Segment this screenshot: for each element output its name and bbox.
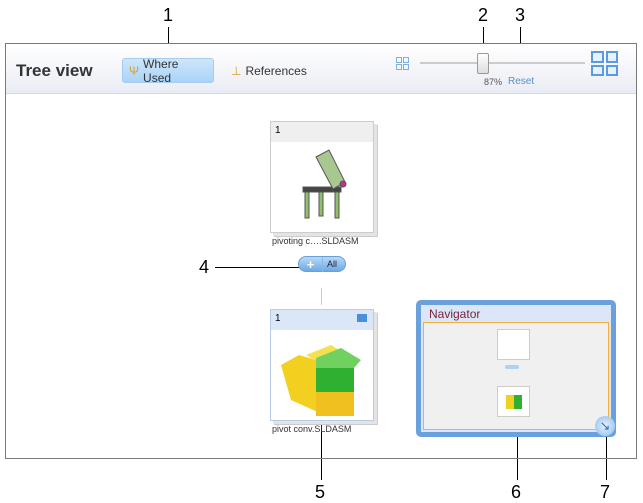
mini-node <box>497 329 530 360</box>
mini-node <box>497 386 530 417</box>
tree-view-panel <box>5 43 637 459</box>
callout-1: 1 <box>163 5 174 25</box>
plus-icon: + <box>299 256 323 272</box>
where-used-label: Where Used <box>143 56 179 85</box>
callout-line <box>321 388 322 480</box>
callout-3: 3 <box>515 5 526 25</box>
callout-2: 2 <box>478 5 489 25</box>
callout-line <box>517 405 518 480</box>
zoom-slider-track[interactable] <box>420 62 585 64</box>
collapse-navigator-icon[interactable]: ↘ <box>595 416 615 436</box>
connector-line <box>321 288 322 305</box>
small-thumbnails-icon[interactable] <box>396 57 409 70</box>
references-icon: ⊥ <box>231 63 242 78</box>
references-button[interactable]: ⊥ References <box>225 58 313 83</box>
unlock-icon <box>357 314 367 322</box>
callout-4: 4 <box>199 257 210 277</box>
panel-title: Tree view <box>16 61 93 80</box>
node-card-parent[interactable]: 1 <box>270 121 374 233</box>
callout-line <box>483 27 484 53</box>
node-label: pivoting c….SLDASM <box>272 236 359 246</box>
callout-7: 7 <box>600 482 611 502</box>
assembly-thumbnail-icon <box>302 149 347 219</box>
callout-line <box>215 267 305 268</box>
large-thumbnails-icon[interactable] <box>591 51 618 76</box>
where-used-icon: Ψ <box>129 63 140 78</box>
references-label: References <box>245 63 307 78</box>
expand-all-label: All <box>327 259 338 269</box>
callout-5: 5 <box>315 482 326 502</box>
reset-link[interactable]: Reset <box>508 76 535 87</box>
navigator-viewport[interactable] <box>423 322 609 430</box>
toolbar <box>6 44 636 94</box>
where-used-button[interactable]: Ψ Where Used <box>122 56 214 85</box>
callout-6: 6 <box>511 482 522 502</box>
zoom-slider-thumb[interactable] <box>477 53 489 74</box>
part-thumbnail-icon <box>281 345 361 418</box>
node-card-current[interactable]: 1 <box>270 309 374 421</box>
node-count: 1 <box>271 122 373 142</box>
navigator-panel[interactable]: Navigator ↘ <box>416 300 616 437</box>
mini-expand <box>505 365 519 369</box>
node-label: pivot conv.SLDASM <box>272 424 352 434</box>
navigator-title: Navigator <box>429 307 481 321</box>
node-count: 1 <box>271 310 373 330</box>
expand-all-button[interactable]: + All <box>298 256 346 272</box>
zoom-percent: 87% <box>484 77 503 87</box>
